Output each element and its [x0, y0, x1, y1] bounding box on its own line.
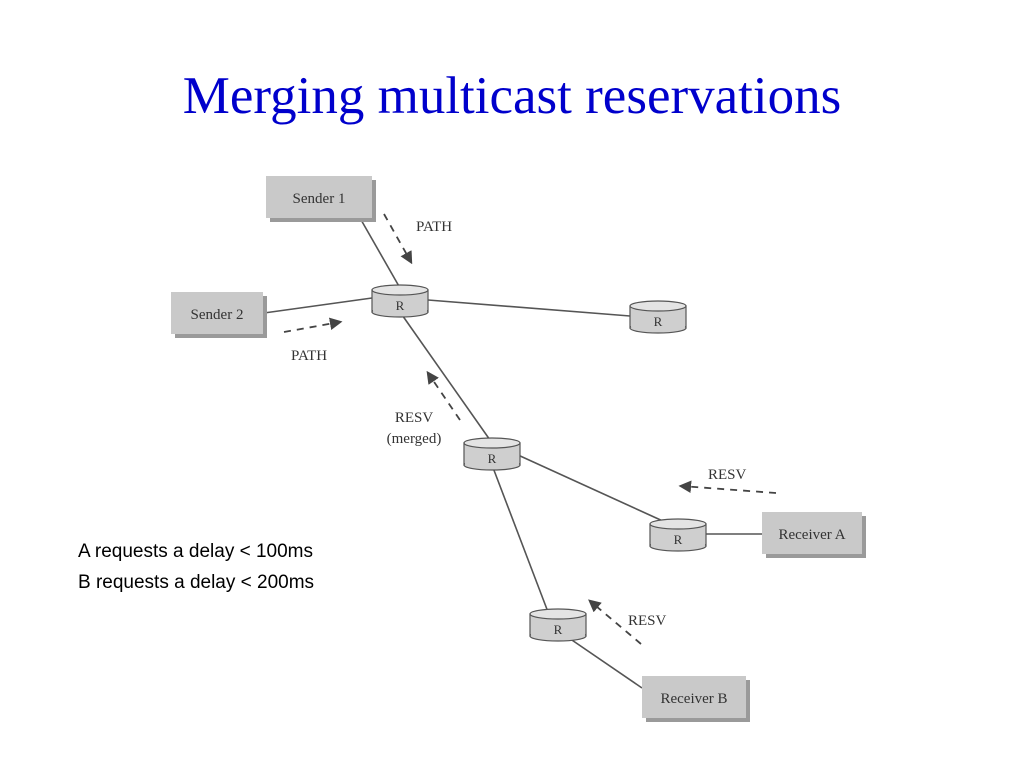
resv-label-a: RESV [708, 467, 747, 483]
router-a-label: R [674, 532, 683, 547]
slide-title: Merging multicast reservations [182, 67, 842, 125]
router-right: R [629, 300, 687, 334]
note-receiver-b: B requests a delay < 200ms [78, 572, 315, 593]
path-label-sender2: PATH [291, 348, 327, 364]
delay-notes: A requests a delay < 100ms B requests a … [78, 536, 314, 598]
link-router-middle-router-b [491, 464, 549, 613]
note-receiver-a: A requests a delay < 100ms [78, 541, 314, 562]
resv-merged-arrow [426, 370, 461, 421]
sender-2-label: Sender 2 [191, 307, 244, 323]
receiver-b-box: Receiver B [642, 676, 750, 722]
router-top-label: R [396, 298, 405, 313]
router-top: R [371, 284, 429, 318]
router-b: R [529, 608, 587, 642]
receiver-a-label: Receiver A [778, 527, 845, 543]
resv-merged-sublabel: (merged) [387, 431, 442, 447]
link-sender2-router-top [263, 297, 373, 314]
resv-label-b: RESV [628, 613, 667, 629]
router-a: R [649, 518, 707, 552]
router-middle-label: R [488, 451, 497, 466]
resv-merged-label: RESV [395, 410, 434, 426]
path-label-sender1: PATH [416, 219, 452, 235]
link-router-middle-router-a [517, 454, 666, 523]
router-middle: R [463, 437, 521, 471]
message-arrows [283, 213, 777, 645]
sender-1-label: Sender 1 [293, 191, 346, 207]
router-right-label: R [654, 314, 663, 329]
resv-arrow-a [678, 480, 777, 494]
link-router-top-router-middle [399, 311, 491, 441]
link-router-top-router-right [427, 299, 631, 317]
links [263, 217, 762, 689]
path-arrow-sender1 [383, 213, 413, 265]
resv-arrow-b [588, 599, 642, 645]
router-b-label: R [554, 622, 563, 637]
receiver-a-box: Receiver A [762, 512, 866, 558]
link-sender1-router-top [359, 217, 401, 289]
sender-1-box: Sender 1 [266, 176, 376, 222]
sender-2-box: Sender 2 [171, 292, 267, 338]
receiver-b-label: Receiver B [660, 691, 727, 707]
link-router-b-receiver-b [565, 635, 643, 689]
path-arrow-sender2 [283, 317, 343, 333]
